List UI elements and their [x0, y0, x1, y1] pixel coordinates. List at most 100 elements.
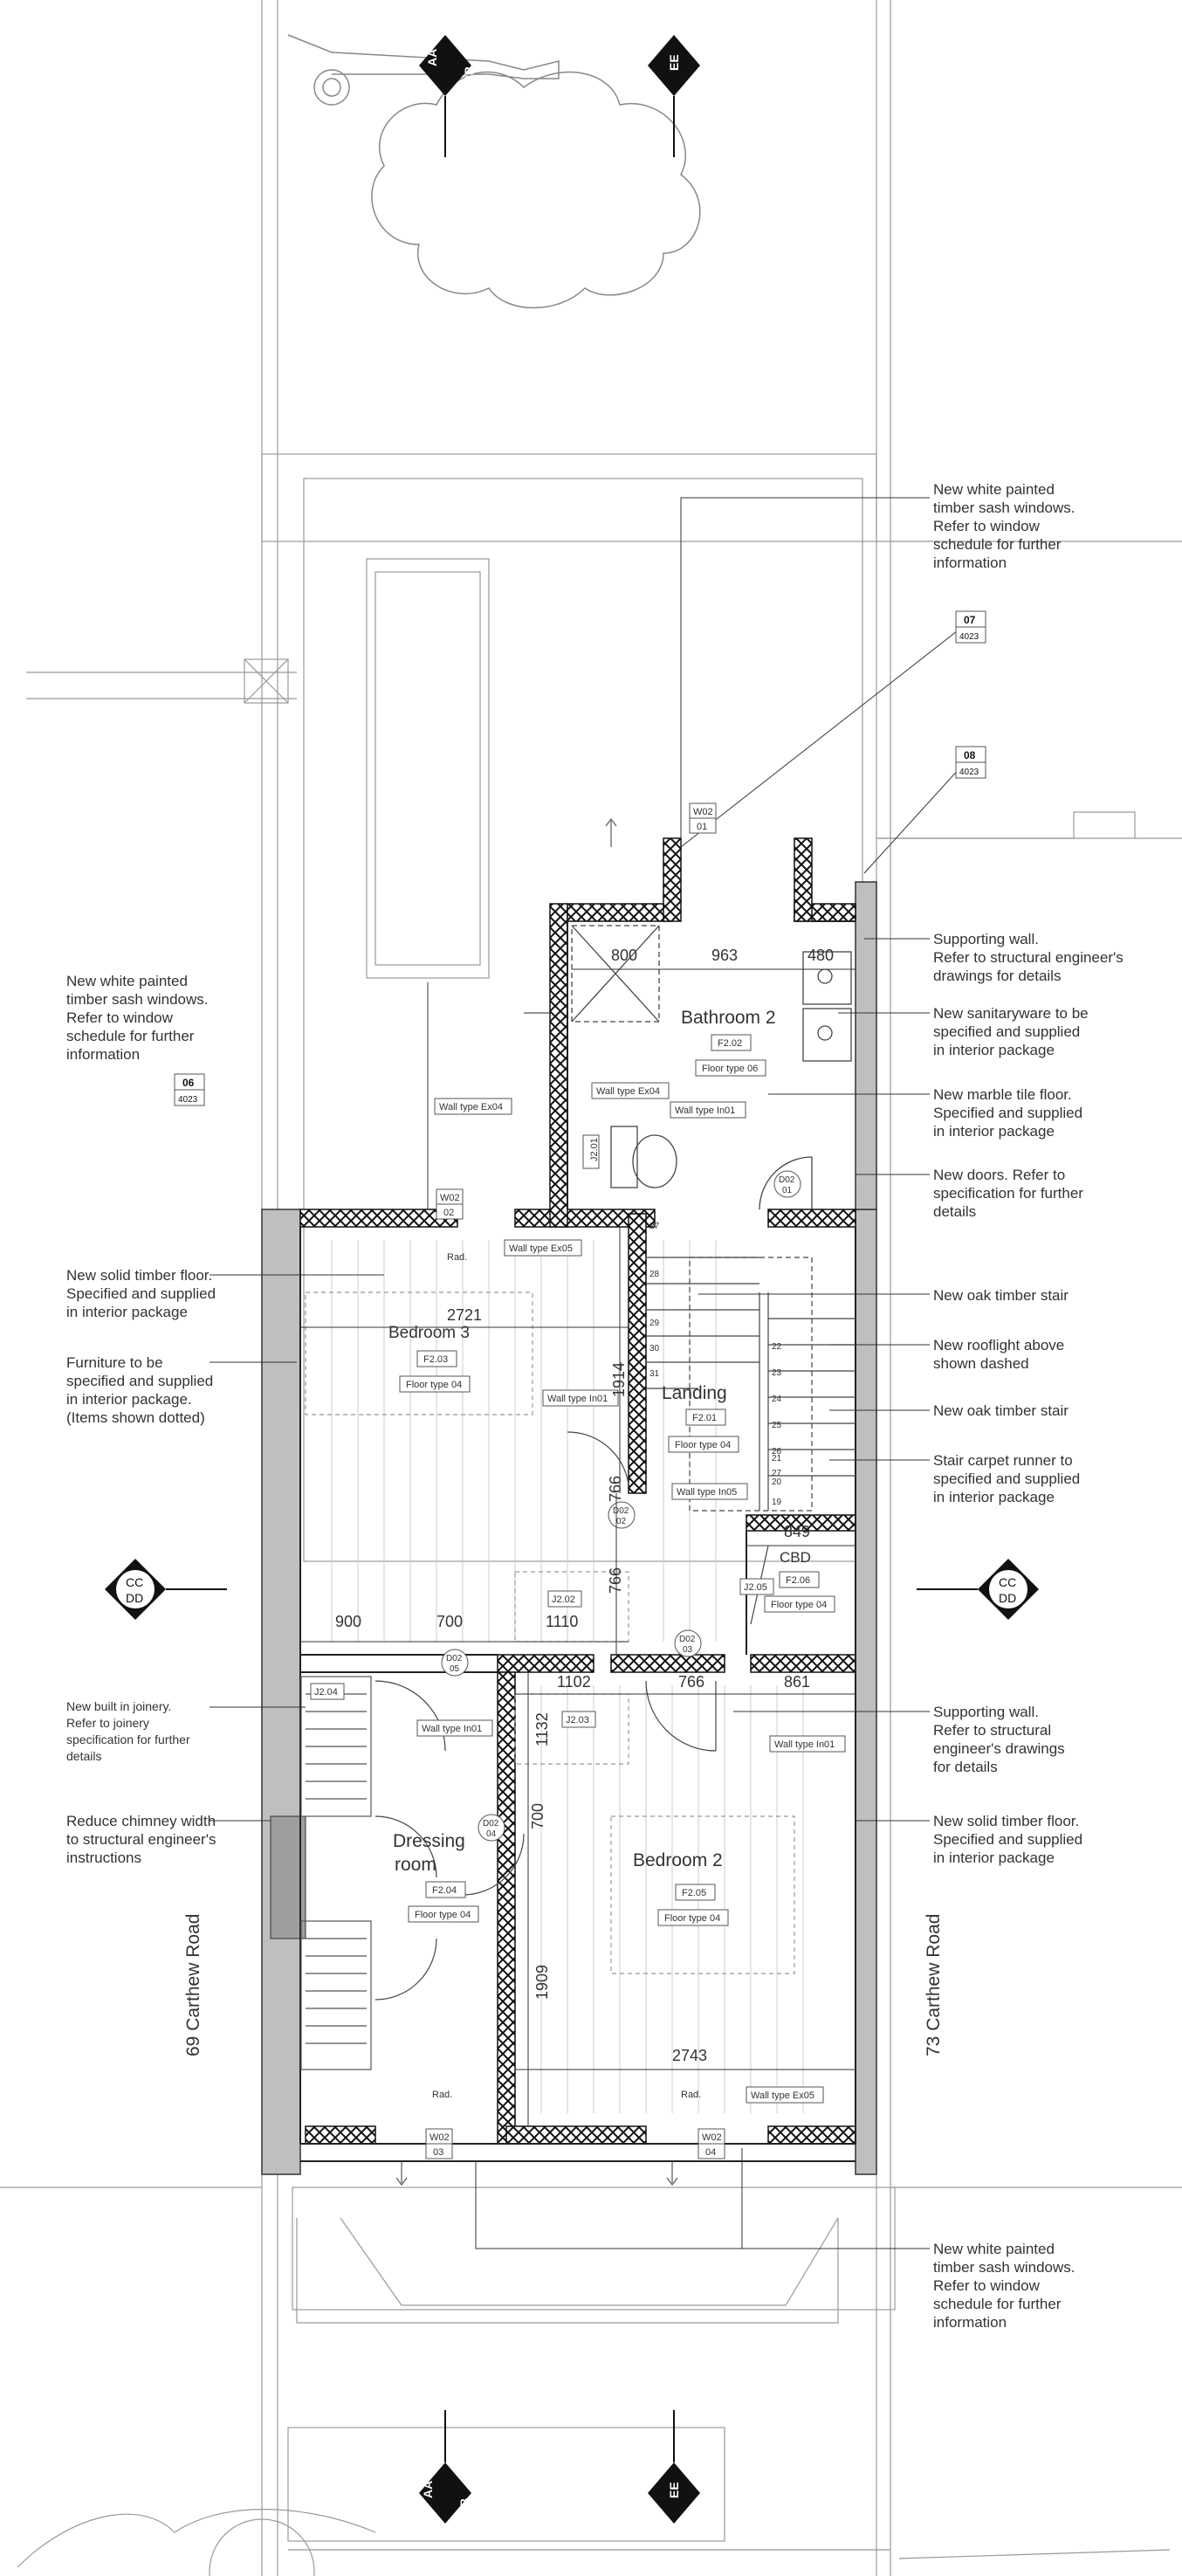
section-label: CC	[999, 1575, 1016, 1589]
detail-ref-num: 08	[964, 749, 976, 761]
section-marker-aabb-bottom	[419, 2410, 471, 2524]
room-label-bedroom-2: Bedroom 2	[633, 1850, 723, 1870]
note-joinery: New built in joinery. Refer to joinery s…	[66, 1699, 190, 1763]
tag-wall: Wall type In01	[774, 1739, 835, 1750]
detail-ref-num: 07	[964, 614, 976, 626]
svg-text:19: 19	[772, 1498, 782, 1507]
note-rooflight: New rooflight above shown dashed	[933, 1337, 1065, 1372]
tag-radiator: Rad.	[681, 2090, 701, 2100]
tag-wall: Wall type Ex04	[596, 1086, 660, 1097]
section-marker-aabb-top	[419, 35, 471, 157]
window-tag-num: 04	[705, 2147, 716, 2158]
room-label-dressing: Dressing	[393, 1831, 465, 1851]
room-label-dressing-2: room	[395, 1855, 436, 1875]
room-label-landing: Landing	[662, 1383, 727, 1403]
dimension-label: 963	[711, 947, 738, 964]
dimension-label: 700	[436, 1613, 463, 1630]
dimension-label: 1132	[533, 1712, 551, 1746]
section-marker-ee-bottom	[648, 2410, 700, 2524]
dimension-label: 900	[335, 1613, 361, 1630]
note-chimney: Reduce chimney width to structural engin…	[66, 1813, 216, 1866]
door-tag-code: D02	[446, 1654, 463, 1663]
svg-text:23: 23	[772, 1368, 782, 1378]
detail-ref-sheet: 4023	[959, 768, 979, 777]
window-tag-code: W02	[440, 1193, 460, 1203]
dimension-label: 861	[784, 1673, 810, 1691]
tag-f206: F2.06	[786, 1575, 810, 1586]
svg-text:20: 20	[772, 1477, 782, 1487]
note-sash-windows-top: New white painted timber sash windows. R…	[933, 481, 1075, 571]
door-tag-code: D02	[679, 1635, 696, 1644]
dimension-label: 766	[678, 1673, 704, 1691]
party-wall-right	[855, 1209, 877, 2175]
room-label-bedroom-3: Bedroom 3	[388, 1324, 470, 1342]
dimension-label: 766	[607, 1567, 624, 1594]
road-label-left: 69 Carthew Road	[183, 1913, 203, 2056]
svg-text:22: 22	[772, 1342, 782, 1352]
tag-floor: Floor type 04	[415, 1910, 471, 1920]
tag-radiator: Rad.	[432, 2090, 452, 2100]
dimension-label: 1102	[557, 1673, 591, 1691]
note-sanitaryware: New sanitaryware to be specified and sup…	[933, 1005, 1089, 1058]
tag-radiator: Rad.	[447, 1252, 467, 1263]
tag-floor: Floor type 04	[771, 1600, 827, 1610]
room-label-cbd: CBD	[780, 1549, 811, 1566]
tag-f204: F2.04	[432, 1885, 457, 1896]
tag-f205: F2.05	[682, 1888, 706, 1898]
stair	[646, 1257, 856, 1512]
section-marker-ee-top	[648, 35, 700, 157]
door-tag-code: D02	[779, 1175, 795, 1185]
dimension-label: 766	[607, 1476, 624, 1502]
tag-joinery: J2.01	[589, 1138, 600, 1161]
door-tags	[441, 1170, 801, 1842]
tag-wall: Wall type Ex04	[439, 1102, 503, 1112]
svg-text:21: 21	[772, 1454, 782, 1464]
svg-text:25: 25	[772, 1421, 782, 1430]
window-tags	[425, 802, 725, 2159]
door-tag-num: 05	[450, 1664, 460, 1674]
joinery	[300, 1291, 795, 2070]
room-label-bathroom: Bathroom 2	[681, 1008, 776, 1028]
section-label: EE	[667, 2482, 681, 2498]
door-tag-num: 04	[486, 1829, 497, 1839]
tag-wall: Wall type In01	[422, 1724, 482, 1734]
tag-f202: F2.02	[718, 1038, 742, 1049]
tag-joinery: J2.02	[552, 1595, 575, 1605]
tag-floor: Floor type 04	[406, 1380, 462, 1390]
window-tag-num: 02	[443, 1208, 454, 1218]
svg-text:27: 27	[772, 1469, 782, 1478]
leader-lines	[210, 497, 970, 2249]
detail-ref-num: 06	[182, 1077, 195, 1089]
window-tag-num: 03	[433, 2147, 443, 2158]
dimension-label: 480	[807, 947, 834, 964]
dimension-label: 800	[611, 947, 637, 964]
tag-joinery: J2.03	[566, 1715, 589, 1725]
interior-lines	[299, 920, 856, 2162]
party-wall-left	[261, 1209, 301, 2175]
tags	[310, 1034, 846, 2104]
party-wall-right-upper	[855, 881, 877, 1210]
section-marker-ccdd-left	[105, 1559, 227, 1620]
note-carpet-runner: Stair carpet runner to specified and sup…	[933, 1452, 1081, 1505]
detail-refs	[174, 610, 986, 1106]
svg-text:24: 24	[772, 1395, 782, 1404]
tag-wall: Wall type Ex05	[509, 1243, 573, 1254]
garden-tree	[287, 34, 701, 309]
dimension-label: 700	[529, 1803, 546, 1829]
section-label: AA	[421, 2481, 435, 2498]
direction-arrows	[395, 818, 678, 2186]
svg-text:30: 30	[649, 1344, 660, 1353]
dimension-label: 1909	[533, 1965, 551, 2000]
note-timber-floor: New solid timber floor. Specified and su…	[66, 1267, 216, 1320]
section-label: DD	[999, 1591, 1016, 1605]
dimension-label: 1914	[610, 1362, 628, 1397]
svg-text:26: 26	[772, 1447, 782, 1457]
tag-floor: Floor type 04	[675, 1440, 731, 1450]
window-tag-code: W02	[693, 807, 713, 817]
detail-ref-sheet: 4023	[959, 632, 979, 642]
svg-text:31: 31	[649, 1369, 660, 1379]
tag-joinery: J2.04	[314, 1687, 338, 1698]
svg-text:28: 28	[649, 1270, 660, 1279]
section-label: AA	[425, 49, 439, 66]
